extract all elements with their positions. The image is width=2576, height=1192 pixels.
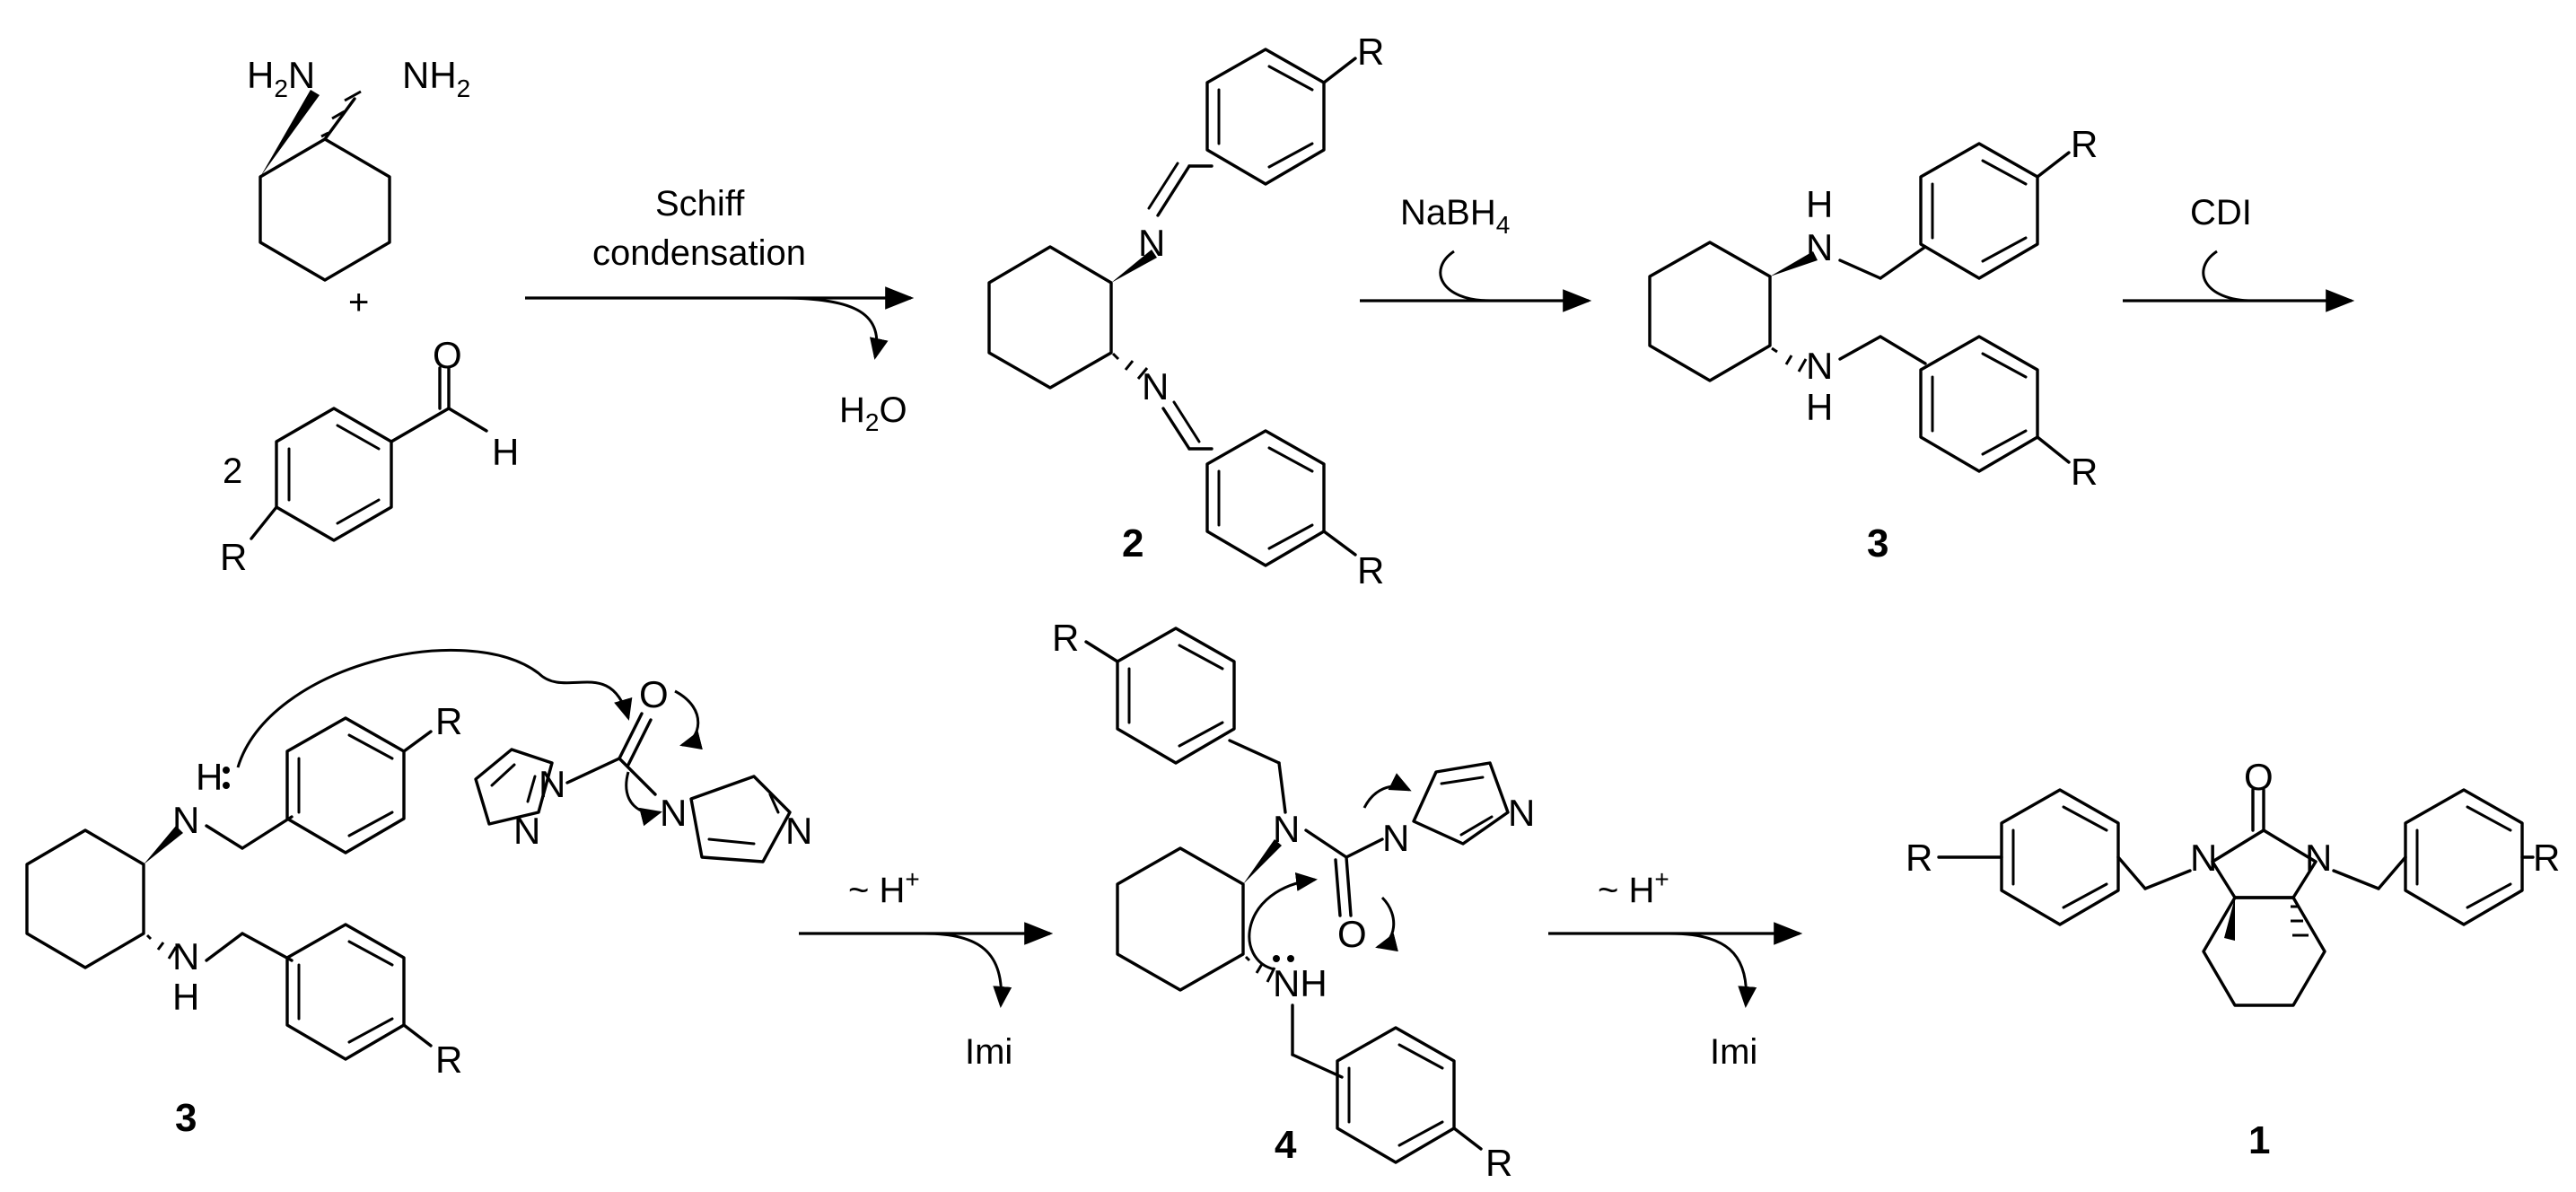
- compound-number-3-top: 3: [1867, 522, 1888, 565]
- cdi-n-left: N: [539, 763, 565, 805]
- aryl-aldehyde: O H R 2: [220, 334, 519, 578]
- amine-label-right: NH2: [402, 54, 470, 102]
- urea-n-right-1: N: [2305, 837, 2332, 879]
- proton-shift-label-2: ~ H+: [1598, 865, 1669, 910]
- arrow-cdi: CDI: [2123, 193, 2355, 312]
- r-group-1-right: R: [2533, 837, 2560, 879]
- compound-number-4: 4: [1275, 1123, 1297, 1167]
- reagent-schiff-1: Schiff: [655, 184, 745, 224]
- urea-n-left-1: N: [2190, 837, 2217, 879]
- r-group-2-lower: R: [1357, 549, 1384, 592]
- byproduct-water: H2O: [839, 390, 907, 436]
- cdi-n-right: N: [660, 792, 687, 834]
- amine-nh-lower: N: [1806, 345, 1833, 387]
- aldehyde-hydrogen: H: [492, 431, 519, 473]
- r-group-3-lower: R: [2071, 451, 2098, 493]
- compound-3-diamine-top: N H N H R R 3: [1648, 123, 2098, 565]
- lone-pair-4-dot-1: [1273, 955, 1280, 962]
- carbonyl-o-4: O: [1337, 913, 1367, 955]
- imidazole-n-4b: N: [1508, 792, 1535, 834]
- compound-2-diimine: N N R R 2: [987, 31, 1384, 592]
- compound-number-1: 1: [2248, 1118, 2270, 1162]
- r-group-1-left: R: [1906, 837, 1932, 879]
- r-group-3b-lower: R: [435, 1039, 462, 1081]
- r-group-4-lower: R: [1485, 1142, 1512, 1184]
- imidazole-n-4: N: [1382, 817, 1409, 859]
- arrow-proton-shift-2: ~ H+ Imi: [1548, 865, 1803, 1072]
- amine-h-lower-3b: H: [172, 976, 199, 1018]
- r-group-4-upper: R: [1052, 617, 1079, 659]
- amine-label-left: H2N: [247, 54, 315, 102]
- amine-h-lower: H: [1806, 386, 1833, 428]
- arrow-reduction: NaBH4: [1360, 193, 1592, 312]
- byproduct-imi-1: Imi: [965, 1032, 1012, 1072]
- arrow-proton-shift-1: ~ H+ Imi: [799, 865, 1054, 1072]
- reagent-cdi: CDI: [2190, 193, 2252, 232]
- cdi-oxygen: O: [639, 673, 669, 715]
- reagent-nabh4: NaBH4: [1400, 193, 1510, 239]
- amine-nh-upper: N: [1806, 226, 1833, 268]
- amine-nh-4: NH: [1273, 962, 1327, 1004]
- cdi-n-left-2: N: [513, 810, 540, 852]
- lone-pair-dot-2: [223, 782, 230, 789]
- nucleophilic-h: H: [196, 756, 223, 798]
- plus-sign: +: [348, 283, 369, 322]
- nucleophilic-n: N: [172, 799, 199, 841]
- stoichiometric-coefficient: 2: [223, 451, 242, 491]
- byproduct-imi-2: Imi: [1710, 1032, 1757, 1072]
- diaminocyclohexane: H2N NH2: [247, 54, 470, 282]
- compound-4-intermediate: N NH R O N N R 4: [1052, 617, 1535, 1184]
- compound-1-product: O N N R R 1: [1906, 756, 2560, 1162]
- reagent-schiff-2: condensation: [592, 233, 806, 273]
- imine-n-upper: N: [1138, 222, 1165, 264]
- arrow-schiff-condensation: Schiff condensation H2O: [525, 184, 915, 436]
- aldehyde-r-group: R: [220, 536, 247, 578]
- compound-number-2: 2: [1122, 522, 1143, 565]
- r-group-3-upper: R: [2071, 123, 2098, 165]
- lone-pair-dot-1: [223, 767, 230, 774]
- amine-h-upper: H: [1806, 183, 1833, 225]
- compound-number-3-bottom: 3: [175, 1096, 197, 1140]
- urea-oxygen-1: O: [2244, 756, 2274, 798]
- amine-n-lower-3b: N: [172, 935, 199, 977]
- proton-shift-label-1: ~ H+: [848, 865, 920, 910]
- r-group-2-upper: R: [1357, 31, 1384, 73]
- compound-3-with-cdi: N H N H R R N N O N: [25, 649, 812, 1140]
- lone-pair-4-dot-2: [1287, 955, 1294, 962]
- cdi-n-right-2: N: [785, 810, 812, 852]
- urea-n-4: N: [1273, 808, 1300, 850]
- imine-n-lower: N: [1142, 365, 1169, 408]
- aldehyde-oxygen: O: [433, 334, 462, 376]
- r-group-3b-upper: R: [435, 700, 462, 742]
